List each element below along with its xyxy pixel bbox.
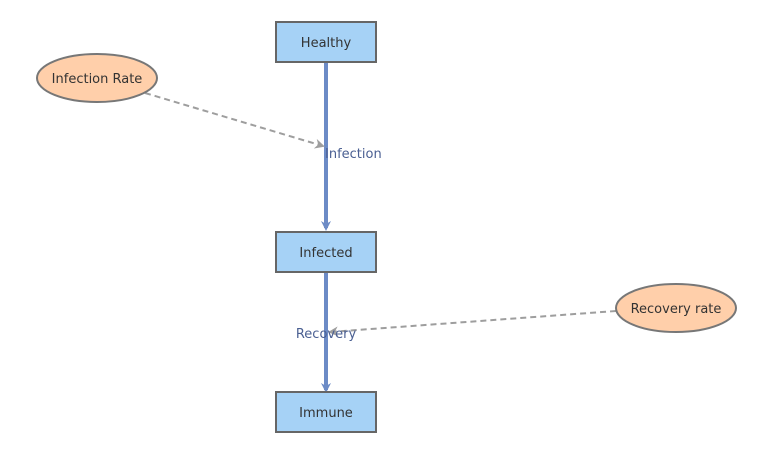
stock-infected-label: Infected [299,246,352,261]
infection-flow-label: Infection [325,147,382,162]
stock-immune[interactable]: Immune [275,391,377,433]
parameter-recovery-rate-label: Recovery rate [631,302,722,317]
stock-immune-label: Immune [299,406,353,421]
recovery-flow-label: Recovery [296,327,357,342]
parameter-infection-rate[interactable]: Infection Rate [36,53,158,103]
infection-rate-link[interactable] [144,92,325,149]
stock-healthy-label: Healthy [301,36,352,51]
parameter-infection-rate-label: Infection Rate [52,72,143,87]
stock-infected[interactable]: Infected [275,231,377,273]
recovery-rate-link[interactable] [328,310,617,337]
stock-healthy[interactable]: Healthy [275,21,377,63]
parameter-recovery-rate[interactable]: Recovery rate [615,283,737,333]
